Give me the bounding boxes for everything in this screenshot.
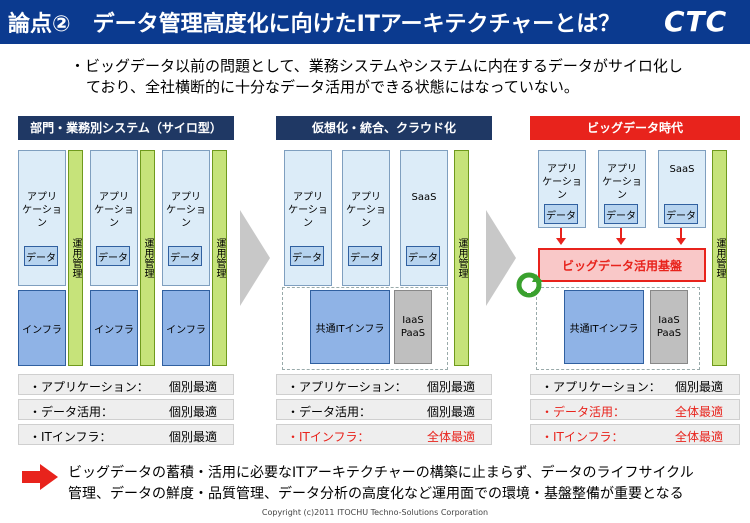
arrow-chevron-icon <box>486 210 516 306</box>
data-box: データ <box>664 204 698 224</box>
bigdata-platform-bar: ビッグデータ活用基盤 <box>538 248 706 282</box>
summary-row: ・データ活用：全体最適 <box>530 399 740 420</box>
copyright: Copyright (c)2011 ITOCHU Techno-Solution… <box>261 508 489 517</box>
intro-text: ・ビッグデータ以前の問題として、業務システムやシステムに内在するデータがサイロ化… <box>70 56 730 98</box>
title-bar <box>0 0 750 44</box>
column-1-title: 部門・業務別システム（サイロ型） <box>18 116 234 140</box>
integration-zone <box>282 287 448 370</box>
page-title: 論点② データ管理高度化に向けたITアーキテクチャーとは？ <box>8 12 621 37</box>
data-box: データ <box>348 246 382 266</box>
common-infra-block: 共通ITインフラ <box>310 290 390 364</box>
data-box: データ <box>406 246 440 266</box>
summary-row: ・データ活用：個別最適 <box>18 399 234 420</box>
column-3-title: ビッグデータ時代 <box>530 116 740 140</box>
summary-row: ・アプリケーション：個別最適 <box>18 374 234 395</box>
data-box: データ <box>168 246 202 266</box>
right-arrow-icon <box>22 464 58 490</box>
data-box: データ <box>604 204 638 224</box>
ctc-logo: CTC <box>664 5 728 38</box>
ops-bar: 運用管理 <box>212 150 227 366</box>
summary-row: ・アプリケーション：個別最適 <box>276 374 492 395</box>
ops-bar: 運用管理 <box>68 150 83 366</box>
arrow-chevron-icon <box>240 210 270 306</box>
summary-row: ・アプリケーション：個別最適 <box>530 374 740 395</box>
cycle-icon <box>516 272 543 298</box>
summary-row: ・ITインフラ：個別最適 <box>18 424 234 445</box>
intro-line-2: ており、全社横断的に十分なデータ活用ができる状態にはなっていない。 <box>86 78 579 96</box>
infra-block: インフラ <box>162 290 210 366</box>
common-infra-block: 共通ITインフラ <box>564 290 644 364</box>
ops-bar: 運用管理 <box>712 150 727 366</box>
data-flow-arrows <box>556 228 686 245</box>
column-2-title: 仮想化・統合、クラウド化 <box>276 116 492 140</box>
ops-bar: 運用管理 <box>140 150 155 366</box>
conclusion-text: ビッグデータの蓄積・活用に必要なITアーキテクチャーの構築に止まらず、データのラ… <box>68 465 694 502</box>
intro-line-1: ・ビッグデータ以前の問題として、業務システムやシステムに内在するデータがサイロ化… <box>70 57 683 75</box>
summary-row: ・ITインフラ：全体最適 <box>276 424 492 445</box>
integration-zone <box>536 287 700 370</box>
data-box: データ <box>290 246 324 266</box>
data-box: データ <box>544 204 578 224</box>
summary-row: ・ITインフラ：全体最適 <box>530 424 740 445</box>
infra-block: インフラ <box>90 290 138 366</box>
data-box: データ <box>24 246 58 266</box>
data-box: データ <box>96 246 130 266</box>
summary-row: ・データ活用：個別最適 <box>276 399 492 420</box>
infra-block: インフラ <box>18 290 66 366</box>
ops-bar: 運用管理 <box>454 150 469 366</box>
